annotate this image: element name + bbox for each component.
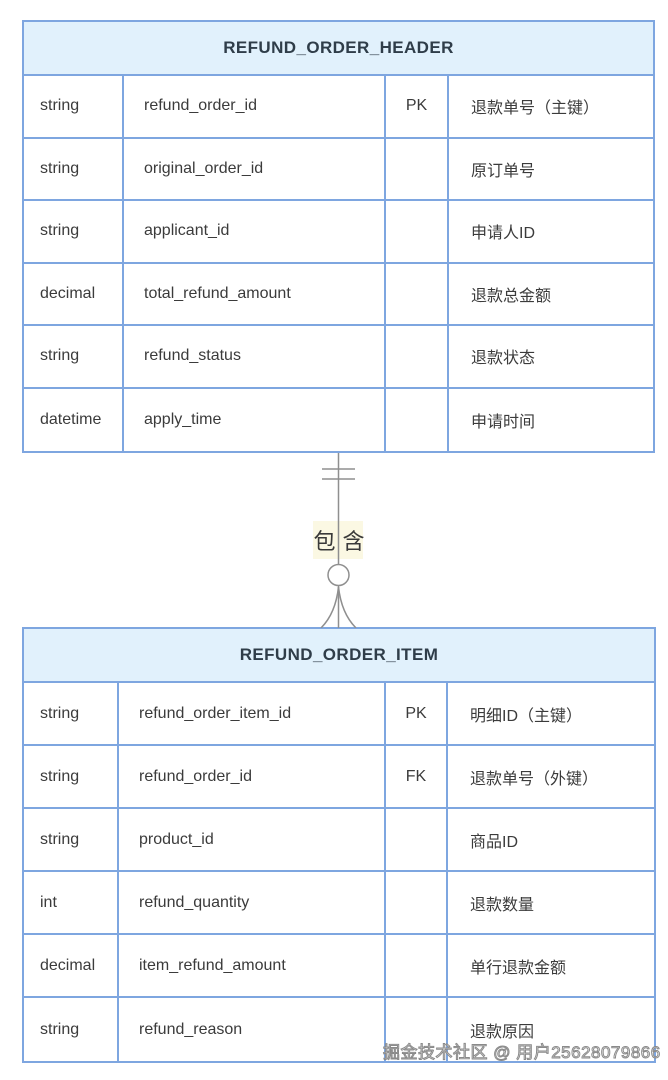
field-desc-cell: 退款总金额 — [449, 264, 653, 326]
field-key-cell: PK — [386, 683, 448, 746]
field-type-cell: string — [24, 138, 124, 201]
field-key-cell: FK — [386, 746, 448, 809]
field-name-cell: refund_status — [124, 326, 386, 389]
field-name-cell: refund_order_id — [119, 746, 386, 809]
field-key-cell — [386, 388, 449, 451]
field-key-cell — [386, 263, 449, 326]
field-desc-cell: 退款原因 — [470, 1023, 535, 1041]
field-type-cell: string — [24, 809, 119, 872]
entity-title: REFUND_ORDER_ITEM — [24, 629, 654, 683]
field-type-cell: string — [24, 998, 119, 1061]
field-name-cell: refund_order_id — [124, 76, 386, 139]
field-name-cell: total_refund_amount — [124, 263, 386, 326]
field-name-cell: refund_quantity — [119, 872, 386, 935]
crows-foot-right-prong — [337, 586, 357, 628]
field-name-cell: applicant_id — [124, 201, 386, 264]
field-type-cell: string — [24, 326, 124, 389]
field-type-cell: string — [24, 201, 124, 264]
field-desc-cell: 申请人ID — [449, 201, 653, 264]
entity-table-refund-order-item: REFUND_ORDER_ITEM string refund_order_it… — [22, 627, 656, 1063]
field-type-cell: string — [24, 746, 119, 809]
field-desc-cell: 商品ID — [448, 809, 654, 872]
field-type-cell: int — [24, 872, 119, 935]
entity-field-grid: string refund_order_id PK 退款单号（主键） strin… — [24, 76, 653, 451]
field-type-cell: string — [24, 683, 119, 746]
field-key-cell — [386, 998, 448, 1061]
field-key-cell — [386, 872, 448, 935]
field-name-cell: apply_time — [124, 388, 386, 451]
field-desc-cell: 退款单号（主键） — [449, 76, 653, 139]
field-name-cell: item_refund_amount — [119, 935, 386, 998]
field-name-cell: refund_reason — [119, 998, 386, 1061]
field-desc-cell: 明细ID（主键） — [448, 683, 654, 746]
field-desc-cell: 退款单号（外键） — [448, 746, 654, 809]
relationship-label: 包含 — [313, 528, 372, 554]
field-type-cell: string — [24, 76, 124, 139]
cardinality-zero-circle — [327, 563, 350, 587]
entity-field-grid: string refund_order_item_id PK 明细ID（主键） … — [24, 683, 654, 1061]
watermark-text: 掘金技术社区 @ 用户25628079866 — [383, 1043, 661, 1063]
crows-foot-left-prong — [320, 586, 340, 628]
field-key-cell — [386, 935, 448, 998]
field-desc-cell: 申请时间 — [471, 413, 536, 431]
entity-table-refund-order-header: REFUND_ORDER_HEADER string refund_order_… — [22, 20, 655, 453]
field-type-cell: decimal — [24, 935, 119, 998]
field-type-cell: decimal — [24, 263, 124, 326]
field-key-cell — [386, 138, 449, 201]
field-desc-cell: 单行退款金额 — [448, 935, 654, 998]
field-type-cell: datetime — [24, 388, 124, 451]
field-desc-cell: 退款状态 — [449, 326, 653, 389]
field-name-cell: refund_order_item_id — [119, 683, 386, 746]
field-key-cell: PK — [386, 76, 449, 139]
field-desc-cell: 退款数量 — [448, 872, 654, 935]
field-key-cell — [386, 809, 448, 872]
field-name-cell: original_order_id — [124, 138, 386, 201]
field-key-cell — [386, 326, 449, 389]
entity-title: REFUND_ORDER_HEADER — [24, 22, 653, 76]
field-name-cell: product_id — [119, 809, 386, 872]
relationship-connector — [313, 453, 363, 628]
field-key-cell — [386, 201, 449, 264]
field-desc-cell: 原订单号 — [449, 139, 653, 201]
